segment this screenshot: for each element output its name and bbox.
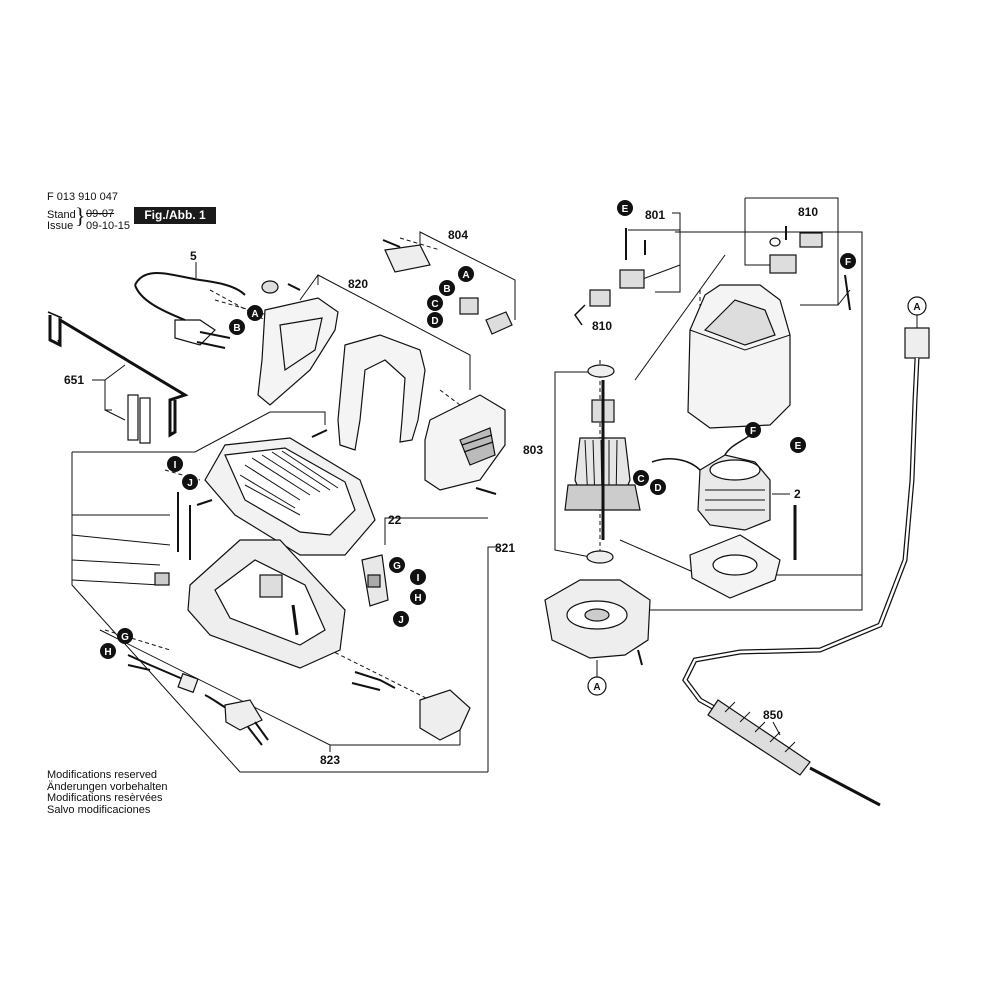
pedal-screws [177, 429, 328, 560]
foot-pedal-base [154, 539, 346, 669]
stand-value: 09-07 [86, 208, 115, 220]
issue-label: Issue [47, 220, 74, 232]
motor-housing [687, 284, 791, 429]
flexible-shaft-850 [682, 327, 930, 807]
callout-h-switch: H [414, 593, 421, 604]
part-number-821: 821 [495, 541, 515, 555]
callout-i-switch: I [417, 573, 420, 584]
document-number: F 013 910 047 [47, 191, 118, 203]
part-number-5: 5 [190, 249, 197, 263]
cable-823 [127, 654, 471, 746]
callout-j-switch: J [398, 615, 404, 626]
callouts-filled: A B A B C D E F F E C D I J G I H J G H [100, 200, 856, 659]
motor-end-plate [689, 534, 781, 599]
part-number-804: 804 [448, 228, 468, 242]
figure-label: Fig./Abb. 1 [134, 207, 216, 224]
part-number-803: 803 [523, 443, 543, 457]
brush-holder-810 [769, 226, 851, 311]
part-number-810-top: 810 [798, 205, 818, 219]
mains-cable-5 [134, 272, 246, 349]
strain-relief-804 [382, 239, 513, 335]
callouts-outline [587, 296, 927, 696]
gear-housing-base [544, 579, 651, 666]
footer-line-de: Änderungen vorbehalten [47, 780, 168, 793]
footer-line-fr: Modifications resèrvées [47, 792, 163, 804]
callout-h-cable: H [104, 647, 111, 658]
callout-a-804: A [462, 270, 469, 281]
callout-b-left: B [233, 323, 240, 334]
handle-frame-820 [337, 334, 426, 451]
callout-a-left: A [251, 309, 258, 320]
armature-803 [564, 364, 641, 564]
part-number-labels: 5 651 820 804 801 810 810 803 2 22 821 8… [64, 205, 818, 767]
brush-holder-801 [574, 228, 646, 326]
callout-g-cable: G [121, 632, 129, 643]
callout-f-803: F [750, 426, 756, 437]
clip-651 [127, 394, 151, 444]
part-number-22: 22 [388, 513, 402, 527]
callout-j-pedal: J [187, 478, 193, 489]
callout-c-803: C [637, 474, 644, 485]
callout-b-804: B [443, 284, 450, 295]
callout-e-803: E [795, 441, 802, 452]
handle-bar-651 [47, 311, 189, 438]
callout-c-804: C [431, 299, 438, 310]
footer-line-en: Modifications reserved [47, 769, 158, 781]
part-number-823: 823 [320, 753, 340, 767]
part-number-820: 820 [348, 277, 368, 291]
housing-half-820 [257, 280, 339, 406]
callout-f-810: F [845, 257, 851, 268]
housing-cover-820 [424, 394, 506, 495]
callout-a-base: A [593, 682, 600, 693]
issue-value: 09-10-15 [86, 220, 131, 232]
callout-g-switch: G [393, 561, 401, 572]
footer-line-es: Salvo modificaciones [47, 803, 151, 816]
callout-i-pedal: I [174, 460, 177, 471]
part-number-801: 801 [645, 208, 665, 222]
callout-d-803: D [654, 483, 661, 494]
switch-22 [361, 554, 389, 607]
part-number-651: 651 [64, 373, 84, 387]
part-number-810-left: 810 [592, 319, 612, 333]
callout-d-804: D [431, 316, 438, 327]
header-brace: } [75, 203, 86, 228]
stand-label: Stand [47, 209, 76, 221]
footer-notes: Modifications reserved Änderungen vorbeh… [47, 769, 168, 816]
callout-a-shaft: A [913, 302, 920, 313]
field-winding-2 [651, 434, 797, 560]
part-number-2: 2 [794, 487, 801, 501]
callout-e-801: E [622, 204, 629, 215]
foot-pedal-top [204, 437, 376, 556]
part-number-850: 850 [763, 708, 783, 722]
